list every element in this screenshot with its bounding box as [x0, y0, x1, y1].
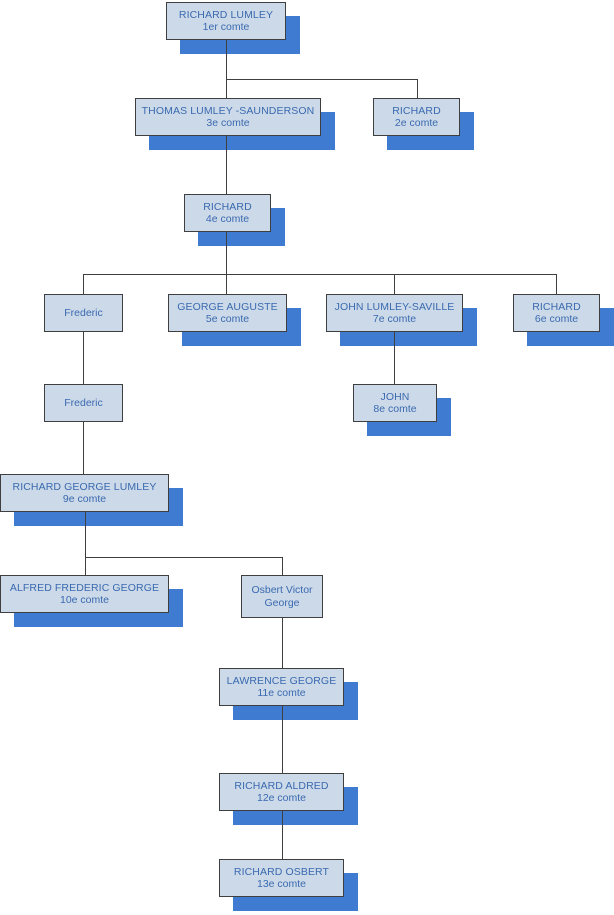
node-name: RICHARD	[532, 300, 581, 313]
node-name: RICHARD OSBERT	[233, 865, 330, 878]
connector-n12-to-n13	[282, 811, 283, 859]
node-title: 1er comte	[202, 21, 250, 33]
node-name: Frederic	[64, 306, 103, 319]
node-title: 11e comte	[257, 687, 306, 699]
node-title: 7e comte	[372, 313, 417, 325]
node-name: ALFRED FREDERIC GEORGE	[9, 581, 160, 594]
connector-to-n2	[417, 79, 418, 98]
node-title: 10e comte	[59, 594, 110, 606]
connector-to-n6	[556, 274, 557, 294]
node-title: 3e comte	[206, 117, 250, 129]
connector-frederic2-to-9	[83, 422, 84, 474]
node-title: 2e comte	[394, 117, 439, 129]
node-name: JOHN	[380, 390, 410, 403]
node-title: 12e comte	[256, 792, 307, 804]
node-title: 5e comte	[205, 313, 250, 325]
node-title: 8e comte	[373, 403, 417, 415]
node-name: GEORGE AUGUSTE	[177, 300, 278, 313]
connector-n3-to-n4	[226, 136, 227, 194]
node-name: RICHARD GEORGE LUMLEY	[12, 480, 157, 493]
connector-to-n3	[226, 79, 227, 98]
connector-osbert-to-n11	[282, 618, 283, 668]
connector-to-n5	[226, 274, 227, 294]
node-name: RICHARD ALDRED	[234, 779, 329, 792]
node-name: Osbert Victor	[251, 584, 313, 597]
node-title: 6e comte	[534, 313, 579, 325]
node-name: Frederic	[64, 396, 103, 409]
connector-to-frederic1	[83, 274, 84, 294]
connector-frederic1-to-2	[83, 332, 84, 384]
connector-n4-down	[226, 232, 227, 274]
node-title: 9e comte	[62, 493, 107, 505]
node-name: RICHARD	[203, 200, 252, 213]
node-name: JOHN LUMLEY-SAVILLE	[334, 300, 455, 313]
connector-gen3-bus	[83, 274, 557, 275]
connector-gen1-bus	[226, 79, 418, 80]
connector-n7-to-n8	[394, 332, 395, 384]
node-name: LAWRENCE GEORGE	[226, 674, 337, 687]
connector-to-osbert	[282, 557, 283, 575]
connector-n9-down	[85, 512, 86, 557]
connector-n11-to-n12	[282, 706, 283, 773]
node-title: George	[264, 596, 300, 609]
tree-node-nf2[interactable]: Frederic	[44, 384, 123, 422]
node-name: THOMAS LUMLEY -SAUNDERSON	[141, 104, 315, 117]
node-name: RICHARD	[392, 104, 441, 117]
connector-gen9-bus	[85, 557, 282, 558]
tree-node-nf1[interactable]: Frederic	[44, 294, 123, 332]
node-title: 13e comte	[256, 878, 307, 890]
node-name: RICHARD LUMLEY	[178, 8, 274, 21]
connector-to-n7	[394, 274, 395, 294]
connector-to-n10	[85, 557, 86, 575]
connector-n1-down	[226, 40, 227, 79]
node-title: 4e comte	[205, 213, 250, 225]
